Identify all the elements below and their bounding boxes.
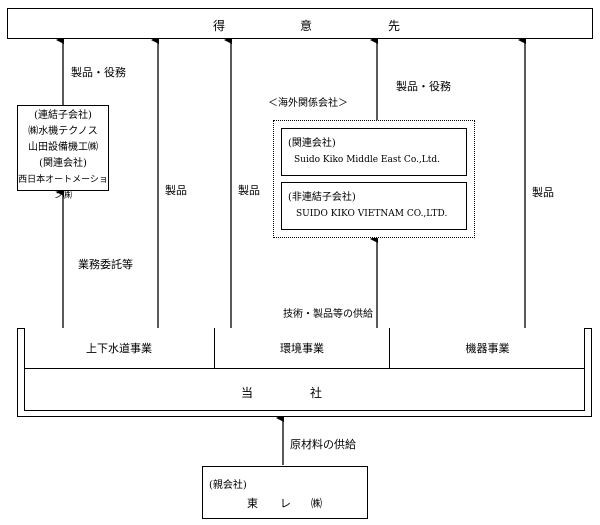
company-name-char-2: 社 bbox=[310, 386, 323, 400]
overseas-associate-box: (関連会社) Suido Kiko Middle East Co.,Ltd. bbox=[281, 128, 467, 176]
segment-environment-label: 環境事業 bbox=[280, 342, 324, 355]
segment-environment: 環境事業 bbox=[215, 328, 390, 368]
label-tech-supply: 技術・製品等の供給 bbox=[283, 309, 373, 320]
overseas-subsidiary-name: SUIDO KIKO VIETNAM CO.,LTD. bbox=[296, 209, 448, 219]
subsidiaries-box: (連結子会社) ㈱水機テクノス 山田設備機工㈱ (関連会社) 西日本オートメーシ… bbox=[17, 105, 109, 201]
overseas-subsidiary-box: (非連結子会社) SUIDO KIKO VIETNAM CO.,LTD. bbox=[281, 182, 467, 230]
overseas-title: ＜海外関係会社＞ bbox=[268, 98, 348, 109]
segment-water-label: 上下水道事業 bbox=[86, 342, 152, 355]
subsidiary-name-1: ㈱水機テクノス bbox=[28, 126, 98, 137]
label-outsourcing: 業務委託等 bbox=[78, 258, 133, 271]
label-products-b: 製品 bbox=[238, 184, 260, 197]
company-inner-box bbox=[24, 328, 585, 411]
label-products-services-right: 製品・役務 bbox=[396, 80, 451, 93]
parent-header: (親会社) bbox=[209, 480, 247, 491]
customers-char-2: 意 bbox=[300, 19, 313, 33]
overseas-subsidiary-header: (非連結子会社) bbox=[288, 192, 356, 203]
customers-box: 得 意 先 bbox=[7, 8, 593, 39]
label-raw-material: 原材料の供給 bbox=[290, 438, 356, 451]
parent-name-char-3: ㈱ bbox=[311, 497, 322, 510]
segment-equipment-label: 機器事業 bbox=[465, 342, 510, 355]
segment-water: 上下水道事業 bbox=[24, 328, 215, 368]
parent-name-char-1: 東 bbox=[247, 497, 258, 510]
customers-char-3: 先 bbox=[388, 19, 401, 33]
label-products-a: 製品 bbox=[165, 184, 187, 197]
customers-char-1: 得 bbox=[213, 19, 226, 33]
overseas-associate-name: Suido Kiko Middle East Co.,Ltd. bbox=[294, 155, 441, 165]
parent-name-char-2: レ bbox=[280, 497, 291, 510]
company-name-char-1: 当 bbox=[241, 386, 254, 400]
segment-equipment: 機器事業 bbox=[390, 328, 585, 368]
associate-header: (関連会社) bbox=[39, 158, 87, 169]
label-products-services-left: 製品・役務 bbox=[71, 66, 126, 79]
overseas-associate-header: (関連会社) bbox=[288, 138, 336, 149]
segments-row: 上下水道事業 環境事業 機器事業 bbox=[24, 328, 585, 369]
subsidiary-name-2: 山田設備機工㈱ bbox=[28, 142, 98, 153]
associate-name: 西日本オートメーション㈱ bbox=[18, 175, 108, 201]
subsidiaries-header: (連結子会社) bbox=[34, 110, 92, 121]
label-products-c: 製品 bbox=[532, 186, 554, 199]
parent-box: (親会社) 東 レ ㈱ bbox=[202, 466, 368, 519]
